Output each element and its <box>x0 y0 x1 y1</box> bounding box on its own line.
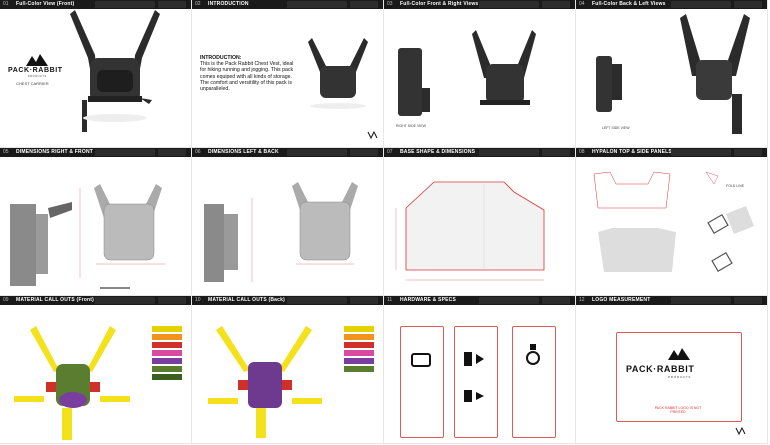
logo-brand-sub: PRODUCTS <box>668 375 692 379</box>
intro-body: This is the Pack Rabbit Chest Vest, idea… <box>200 61 294 93</box>
mountain-logo-icon <box>668 348 746 436</box>
hardware-card-buckle[interactable] <box>454 326 498 438</box>
chest-vest-small-illustration <box>308 38 378 140</box>
logo-frame <box>616 332 742 422</box>
hardware-card-slider[interactable] <box>400 326 444 438</box>
left-side-label: LEFT SIDE VIEW <box>602 126 630 130</box>
color-swatch-list <box>344 326 374 372</box>
brand-sub: PRODUCTS <box>28 75 47 78</box>
front-and-right-illustration <box>398 30 536 116</box>
material-callout-front-drawing <box>14 326 130 440</box>
material-callout-back-drawing <box>208 326 322 438</box>
hardware-icons <box>411 344 540 402</box>
dimension-drawing-front <box>10 184 166 289</box>
fold-line-label: FOLD LINE <box>726 184 745 188</box>
color-swatch-list <box>152 326 182 380</box>
logo-brand-name: PACK·RABBIT <box>626 364 695 374</box>
dimension-drawing-back <box>204 182 358 282</box>
base-shape-outline <box>395 181 545 281</box>
brand-name: PACK·RABBIT <box>8 67 63 74</box>
intro-text: INTRODUCTION: This is the Pack Rabbit Ch… <box>200 55 296 92</box>
logo-note: PACK RABBIT LOGO IS NOT PRINTED <box>654 406 702 414</box>
caption: CHEST CARRIER <box>16 81 49 86</box>
back-and-left-illustration <box>596 14 750 134</box>
intro-heading: INTRODUCTION: <box>200 55 242 61</box>
hypalon-panels-drawing <box>593 171 754 273</box>
mountain-logo-icon <box>26 54 48 66</box>
chest-vest-front-illustration <box>70 10 160 132</box>
hardware-card-clip[interactable] <box>512 326 556 438</box>
right-side-label: RIGHT SIDE VIEW <box>396 124 426 128</box>
